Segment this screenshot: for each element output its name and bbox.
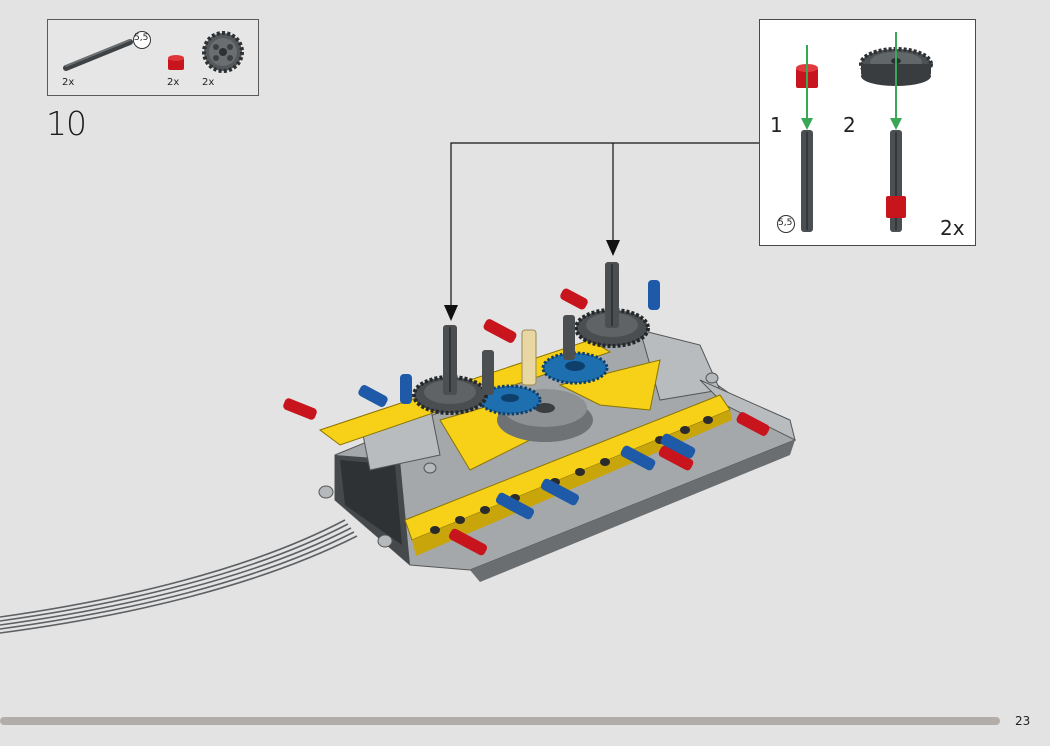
step-number: 10 xyxy=(46,104,87,143)
callout-lines xyxy=(450,142,759,308)
page-progress-bar xyxy=(0,717,1000,725)
red-pins xyxy=(283,288,770,556)
axle-icon xyxy=(63,39,133,71)
sub-assembly-box: 1 2 5,5 2x xyxy=(759,19,976,246)
sub-step-2-axle xyxy=(886,130,906,232)
blue-gears xyxy=(478,351,609,416)
sub-size-badge: 5,5 xyxy=(778,218,793,228)
vertical-axles xyxy=(443,262,619,395)
callout-arrow-right-icon xyxy=(606,240,620,256)
sub-size-badge-circle xyxy=(777,215,795,233)
green-arrow-icon xyxy=(801,45,813,130)
gear-icon xyxy=(202,31,244,73)
cable xyxy=(0,519,358,634)
sub-step-2-number: 2 xyxy=(843,113,856,137)
axle-size-badge: 5,5 xyxy=(134,33,149,43)
gear-quantity: 2x xyxy=(202,77,215,88)
page-number: 23 xyxy=(1015,714,1031,728)
parts-list-box: 2x 5,5 2x 2x xyxy=(47,19,259,96)
sub-step-1-number: 1 xyxy=(770,113,783,137)
blue-pins xyxy=(358,280,696,520)
size-badge-circle xyxy=(133,31,151,49)
axle-quantity: 2x xyxy=(62,77,75,88)
sub-step-1-axle xyxy=(801,130,813,232)
bush-quantity: 2x xyxy=(167,77,180,88)
green-arrow-icon-2 xyxy=(890,32,902,130)
red-bush-icon xyxy=(168,55,184,70)
sub-assembly-multiplier: 2x xyxy=(940,216,965,240)
pin-ends xyxy=(318,372,719,548)
callout-arrow-left-icon xyxy=(444,305,458,321)
